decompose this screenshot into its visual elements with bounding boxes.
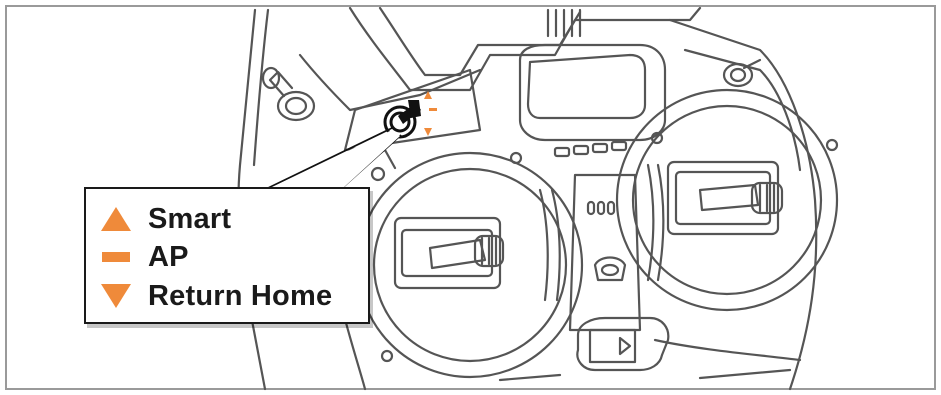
triangle-up-icon [96,207,136,231]
dash-icon [96,252,136,262]
legend-row-smart: Smart [86,201,368,237]
body-right-outline [670,20,816,389]
right-toggle-switch [724,60,760,86]
switch-down-arrow-icon [424,128,432,136]
antenna-ribs [548,10,580,36]
legend-label-ap: AP [148,241,189,274]
left-toggle-switch [263,68,314,120]
triangle-down-icon [96,284,136,308]
lcd-screen-housing [520,45,665,140]
right-gimbal [617,90,837,310]
legend-label-return-home: Return Home [148,280,332,313]
switch-mid-dash-icon [429,108,437,111]
bottom-slot [577,318,668,370]
legend-row-return-home: Return Home [86,278,368,314]
legend-row-ap: AP [86,239,368,275]
flight-mode-legend: Smart AP Return Home [84,187,370,324]
menu-buttons [555,142,626,156]
legend-label-smart: Smart [148,203,231,236]
